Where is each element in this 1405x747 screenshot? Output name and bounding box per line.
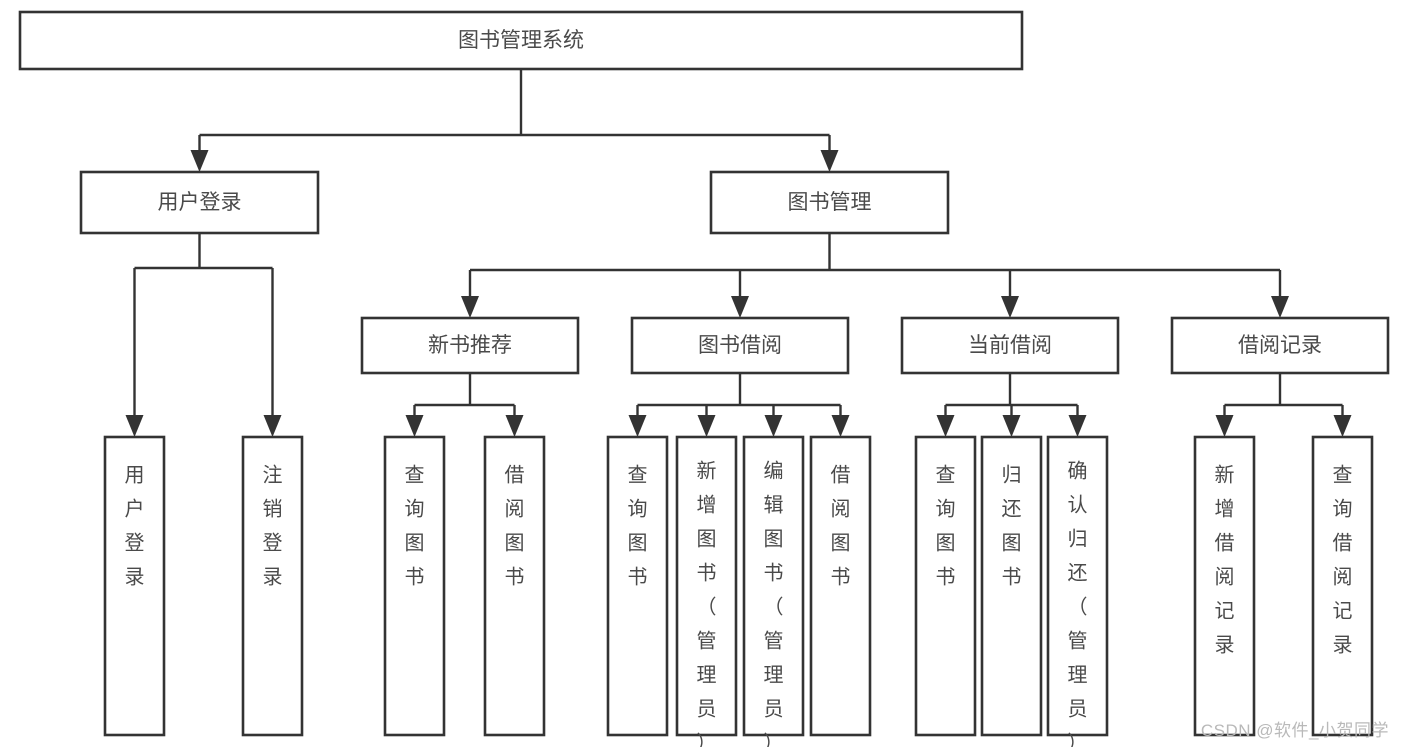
node-book-manage[interactable]: 图书管理	[709, 170, 950, 235]
arrow-head-icon	[831, 415, 850, 437]
node-label-book-manage: 图书管理	[788, 191, 872, 214]
node-label-leaf-query-book-recommend: 查询图书	[405, 464, 425, 589]
node-label-new-book-recommend: 新书推荐	[428, 334, 512, 357]
node-leaf-add-borrow-record[interactable]: 新增借阅记录	[1193, 435, 1256, 737]
node-box-borrow-record	[1170, 316, 1390, 375]
node-layer: 图书管理系统用户登录图书管理新书推荐图书借阅当前借阅借阅记录用户登录注销登录查询…	[18, 10, 1390, 747]
node-new-book-recommend[interactable]: 新书推荐	[360, 316, 580, 375]
node-box-current-borrow	[900, 316, 1120, 375]
arrow-head-icon	[1271, 296, 1289, 318]
node-borrow-record[interactable]: 借阅记录	[1170, 316, 1390, 375]
node-box-leaf-borrow-book	[809, 435, 872, 737]
node-book-borrow[interactable]: 图书借阅	[630, 316, 850, 375]
node-box-leaf-query-book-current	[914, 435, 977, 737]
connector-layer	[125, 69, 1352, 437]
arrow-head-icon	[190, 150, 209, 172]
arrow-head-icon	[764, 415, 783, 437]
node-box-leaf-query-borrow-record	[1311, 435, 1374, 737]
node-box-leaf-query-book-borrow	[606, 435, 669, 737]
node-leaf-add-book[interactable]: 新增图书（管理员）	[675, 435, 738, 747]
node-label-leaf-borrow-book: 借阅图书	[831, 464, 851, 589]
arrow-head-icon	[1002, 415, 1021, 437]
arrow-head-icon	[461, 296, 479, 318]
arrow-head-icon	[628, 415, 647, 437]
node-leaf-query-book-current[interactable]: 查询图书	[914, 435, 977, 737]
node-label-leaf-user-login: 用户登录	[125, 465, 145, 589]
node-label-book-borrow: 图书借阅	[698, 334, 782, 357]
node-leaf-confirm-return[interactable]: 确认归还（管理员）	[1046, 435, 1109, 747]
node-box-new-book-recommend	[360, 316, 580, 375]
node-box-leaf-user-login	[103, 435, 166, 737]
arrow-head-icon	[697, 415, 716, 437]
node-box-leaf-add-book	[675, 435, 738, 737]
node-leaf-edit-book[interactable]: 编辑图书（管理员）	[742, 435, 805, 747]
node-label-leaf-confirm-return: 确认归还（管理员）	[1068, 460, 1088, 747]
node-label-current-borrow: 当前借阅	[968, 334, 1052, 357]
node-label-leaf-return-book: 归还图书	[1002, 464, 1022, 589]
node-box-root	[18, 10, 1024, 71]
node-box-leaf-return-book	[980, 435, 1043, 737]
node-leaf-query-book-borrow[interactable]: 查询图书	[606, 435, 669, 737]
node-leaf-user-login[interactable]: 用户登录	[103, 435, 166, 737]
arrow-head-icon	[820, 150, 839, 172]
watermark-label: CSDN @软件_小贺同学	[1200, 721, 1389, 740]
node-box-leaf-confirm-return	[1046, 435, 1109, 737]
arrow-head-icon	[263, 415, 282, 437]
node-label-leaf-logout: 注销登录	[263, 464, 283, 589]
node-label-leaf-query-book-current: 查询图书	[936, 464, 956, 589]
node-leaf-logout[interactable]: 注销登录	[241, 435, 304, 737]
node-box-leaf-borrow-book-recommend	[483, 435, 546, 737]
node-box-leaf-add-borrow-record	[1193, 435, 1256, 737]
node-root[interactable]: 图书管理系统	[18, 10, 1024, 71]
arrow-head-icon	[1215, 415, 1234, 437]
node-label-root: 图书管理系统	[458, 29, 584, 52]
node-leaf-return-book[interactable]: 归还图书	[980, 435, 1043, 737]
node-label-leaf-edit-book: 编辑图书（管理员）	[764, 460, 784, 747]
arrow-head-icon	[125, 415, 144, 437]
node-leaf-borrow-book[interactable]: 借阅图书	[809, 435, 872, 737]
node-leaf-borrow-book-recommend[interactable]: 借阅图书	[483, 435, 546, 737]
node-box-book-borrow	[630, 316, 850, 375]
node-label-user-login: 用户登录	[158, 191, 242, 214]
node-box-user-login	[79, 170, 320, 235]
node-user-login[interactable]: 用户登录	[79, 170, 320, 235]
arrow-head-icon	[731, 296, 749, 318]
node-label-leaf-query-borrow-record: 查询借阅记录	[1333, 464, 1353, 657]
node-leaf-query-borrow-record[interactable]: 查询借阅记录	[1311, 435, 1374, 737]
arrow-head-icon	[1068, 415, 1087, 437]
arrow-head-icon	[505, 415, 524, 437]
node-label-leaf-add-book: 新增图书（管理员）	[697, 460, 717, 747]
node-label-leaf-add-borrow-record: 新增借阅记录	[1215, 464, 1235, 657]
node-current-borrow[interactable]: 当前借阅	[900, 316, 1120, 375]
node-leaf-query-book-recommend[interactable]: 查询图书	[383, 435, 446, 737]
arrow-head-icon	[1333, 415, 1352, 437]
node-label-borrow-record: 借阅记录	[1238, 334, 1322, 357]
node-box-leaf-logout	[241, 435, 304, 737]
node-box-book-manage	[709, 170, 950, 235]
arrow-head-icon	[1001, 296, 1019, 318]
node-box-leaf-query-book-recommend	[383, 435, 446, 737]
arrow-head-icon	[405, 415, 424, 437]
node-box-leaf-edit-book	[742, 435, 805, 737]
arrow-head-icon	[936, 415, 955, 437]
node-label-leaf-query-book-borrow: 查询图书	[628, 464, 648, 589]
node-label-leaf-borrow-book-recommend: 借阅图书	[505, 464, 525, 589]
